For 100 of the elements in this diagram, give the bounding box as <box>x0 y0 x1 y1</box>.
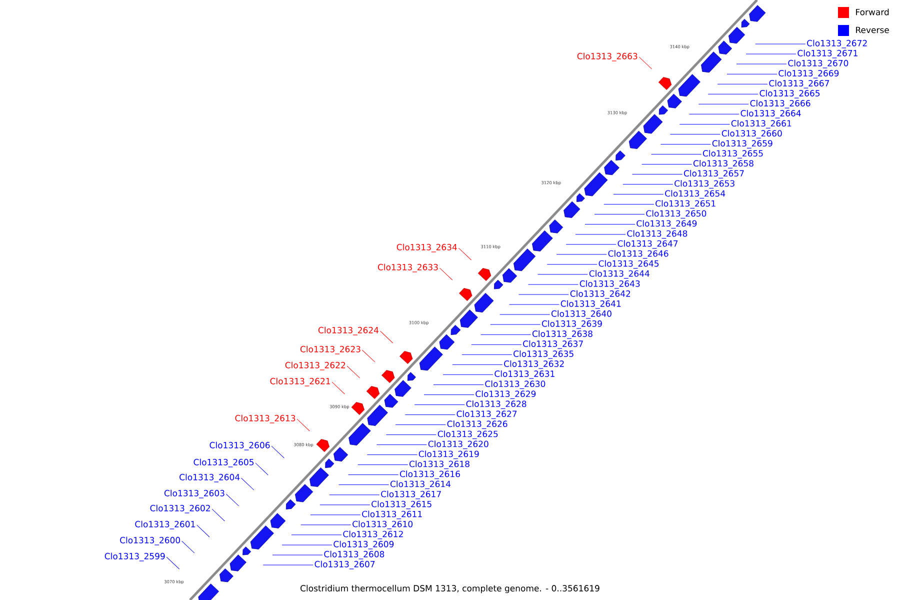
leader-line <box>255 462 268 476</box>
leader-line <box>556 254 607 255</box>
gene-label: Clo1313_2626 <box>447 420 508 429</box>
gene-label: Clo1313_2651 <box>656 200 716 209</box>
leader-line <box>376 444 427 446</box>
gene-label: Clo1313_2672 <box>807 40 867 48</box>
gene-label: Clo1313_2635 <box>514 350 574 359</box>
leader-line <box>433 384 484 385</box>
leader-line <box>166 556 180 570</box>
leader-line <box>182 540 195 554</box>
leader-line <box>604 204 654 205</box>
leader-line <box>196 524 210 538</box>
gene-label: Clo1313_2612 <box>343 530 403 540</box>
gene-label: Clo1313_2657 <box>684 170 744 178</box>
leader-line <box>546 264 598 265</box>
gene-label: Clo1313_2647 <box>618 240 678 249</box>
legend-label: Forward <box>856 8 889 16</box>
leader-line <box>404 414 456 415</box>
gene-label: Clo1313_2664 <box>740 110 801 118</box>
gene-label: Clo1313_2632 <box>504 360 564 369</box>
leader-line <box>508 304 560 305</box>
gene-label: Clo1313_2643 <box>580 280 640 289</box>
gene-label: Clo1313_2610 <box>352 520 413 530</box>
gene-label: Clo1313_2614 <box>390 480 451 490</box>
leader-line <box>212 508 225 522</box>
gene-label: Clo1313_2613 <box>235 414 296 424</box>
leader-line <box>320 504 370 506</box>
gene-label: Clo1313_2630 <box>485 380 546 389</box>
gene-label: Clo1313_2650 <box>646 210 706 219</box>
leader-line <box>452 364 503 365</box>
gene-label: Clo1313_2627 <box>456 410 517 419</box>
leader-line <box>566 244 616 245</box>
gene-label: Clo1313_2611 <box>362 510 422 520</box>
gene-label: Clo1313_2637 <box>523 340 583 349</box>
gene-label: Clo1313_2667 <box>769 80 829 88</box>
leader-line <box>518 294 569 295</box>
gene-label: Clo1313_2649 <box>636 220 697 229</box>
gene-label: Clo1313_2670 <box>788 60 848 68</box>
gene-label: Clo1313_2645 <box>598 260 659 269</box>
gene-label: Clo1313_2659 <box>712 140 772 148</box>
leader-line <box>638 56 652 70</box>
leader-line <box>584 224 636 225</box>
leader-line <box>386 434 436 436</box>
gene-label: Clo1313_2638 <box>532 330 592 339</box>
gene-label: Clo1313_2669 <box>778 70 839 78</box>
gene-label: Clo1313_2621 <box>270 378 330 386</box>
leader-line <box>395 424 446 425</box>
leader-line <box>272 554 323 556</box>
leader-line <box>291 534 342 536</box>
gene-label: Clo1313_2604 <box>180 474 240 482</box>
gene-label: Clo1313_2660 <box>722 130 782 138</box>
leader-line <box>358 464 408 466</box>
leader-line <box>594 214 645 215</box>
leader-line <box>300 524 352 526</box>
gene-label: Clo1313_2620 <box>428 440 488 450</box>
leader-line <box>332 382 345 394</box>
leader-line <box>528 284 578 285</box>
gene-label: Clo1313_2606 <box>210 442 270 450</box>
leader-line <box>282 544 332 546</box>
gene-label: Clo1313_2619 <box>418 450 479 460</box>
gene-label: Clo1313_2646 <box>608 250 668 259</box>
leader-line <box>458 248 472 260</box>
gene-label: Clo1313_2601 <box>135 520 195 530</box>
gene-label: Clo1313_2639 <box>542 320 602 329</box>
gene-label: Clo1313_2653 <box>674 180 734 189</box>
gene-label: Clo1313_2634 <box>396 244 457 252</box>
leader-line <box>575 234 626 235</box>
leader-line <box>241 478 254 490</box>
leader-line <box>613 194 664 195</box>
leader-line <box>338 484 390 486</box>
gene-label: Clo1313_2642 <box>570 290 630 299</box>
gene-label: Clo1313_2640 <box>551 310 612 319</box>
gene-label: Clo1313_2623 <box>300 346 360 354</box>
gene-label: Clo1313_2628 <box>466 400 526 409</box>
leader-line <box>439 268 453 280</box>
leader-line <box>296 418 310 432</box>
gene-label: Clo1313_2644 <box>589 270 650 279</box>
leader-line <box>471 344 522 345</box>
gene-label: Clo1313_2615 <box>372 500 432 510</box>
gene-label: Clo1313_2648 <box>627 230 688 239</box>
leader-line <box>490 324 541 325</box>
gene-label: Clo1313_2603 <box>164 490 224 498</box>
gene-label: Clo1313_2665 <box>760 90 820 98</box>
gene-label: Clo1313_2654 <box>665 190 726 199</box>
leader-line <box>271 446 284 458</box>
gene-label: Clo1313_2671 <box>798 50 858 58</box>
gene-label: Clo1313_2625 <box>438 430 498 440</box>
gene-label: Clo1313_2658 <box>693 160 754 168</box>
gene-label: Clo1313_2599 <box>104 552 165 562</box>
gene-label: Clo1313_2609 <box>334 540 394 550</box>
leader-line <box>414 404 465 405</box>
gene-label: Clo1313_2617 <box>381 490 441 500</box>
leader-line <box>622 184 674 185</box>
gene-label: Clo1313_2666 <box>750 100 810 108</box>
gene-label: Clo1313_2663 <box>577 52 638 62</box>
leader-line <box>346 366 360 378</box>
gene-label: Clo1313_2608 <box>324 550 384 560</box>
gene-label: Clo1313_2629 <box>476 390 536 399</box>
leader-line <box>480 334 532 335</box>
gene-label: Clo1313_2661 <box>731 120 792 128</box>
